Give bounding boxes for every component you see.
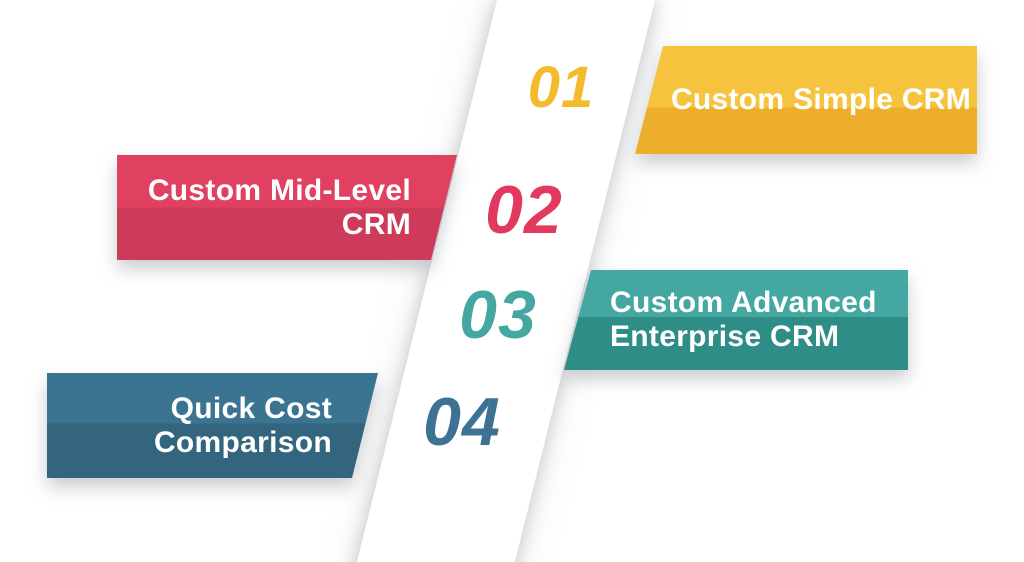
banner-shape: Custom Simple CRM [635,46,977,154]
step-number-01: 01 [527,55,595,120]
banner-label-custom-simple-crm: Custom Simple CRM [670,83,972,116]
banner-shape: Custom Mid-Level CRM [117,155,457,260]
banner-custom-advanced-enterprise-crm: Custom Advanced Enterprise CRM [564,270,908,370]
banner-label-quick-cost-comparison: Quick Cost Comparison [153,391,332,459]
banner-label-custom-mid-level-crm: Custom Mid-Level CRM [147,173,411,241]
banner-shape: Quick Cost Comparison [47,373,378,478]
step-number-03: 03 [459,277,537,353]
step-number-04: 04 [423,384,501,460]
step-number-02: 02 [485,172,563,248]
banner-custom-simple-crm: Custom Simple CRM [635,46,977,154]
banner-custom-mid-level-crm: Custom Mid-Level CRM [117,155,457,260]
banner-shape: Custom Advanced Enterprise CRM [564,270,908,370]
banner-quick-cost-comparison: Quick Cost Comparison [47,373,378,478]
banner-label-custom-advanced-enterprise-crm: Custom Advanced Enterprise CRM [610,286,877,353]
